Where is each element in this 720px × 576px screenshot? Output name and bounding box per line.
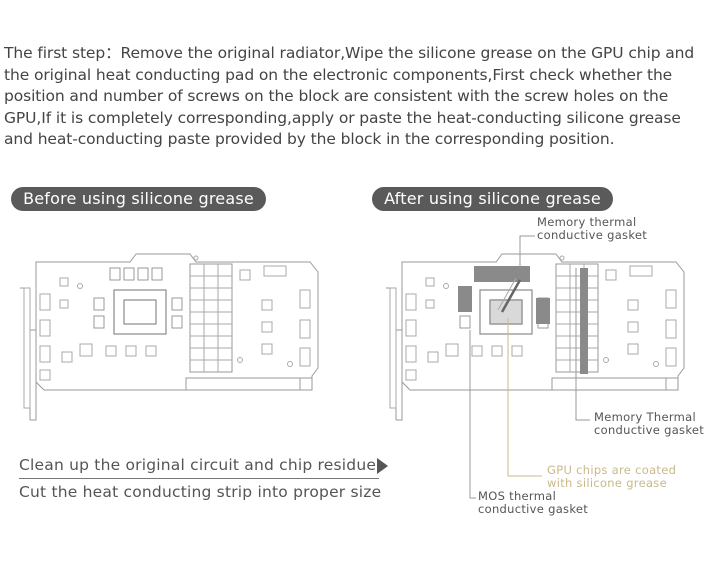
mos-pad: [580, 268, 588, 374]
divider: [19, 478, 379, 479]
intro-paragraph: The first step：Remove the original radia…: [4, 44, 695, 148]
step-cut-text: Cut the heat conducting strip into prope…: [19, 483, 382, 501]
board-after: [385, 253, 685, 421]
step-clean-text: Clean up the original circuit and chip r…: [19, 456, 377, 474]
mos-callout: MOS thermal conductive gasket: [478, 489, 589, 516]
memory-top-callout: Memory thermal conductive gasket: [537, 215, 648, 242]
memory-right-callout: Memory Thermal conductive gasket: [594, 410, 705, 437]
gpu-callout: GPU chips are coated with silicone greas…: [547, 463, 677, 490]
memory-pad-top: [474, 266, 530, 282]
board-before: [19, 253, 319, 421]
play-arrow-icon: [377, 458, 388, 474]
memory-pad-left: [458, 286, 472, 312]
memory-pad-right: [536, 298, 550, 324]
before-label-badge: Before using silicone grease: [11, 187, 266, 211]
after-label-badge: After using silicone grease: [372, 187, 613, 211]
